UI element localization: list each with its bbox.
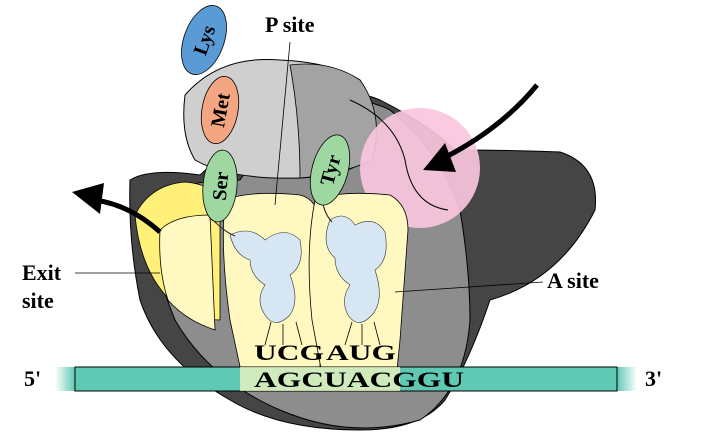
mrna-sequence: AGCUACGGU — [254, 367, 464, 392]
five-prime-label: 5' — [24, 366, 41, 391]
p-trna-arm — [214, 221, 236, 237]
exit-arrow — [72, 183, 162, 234]
amino-acid-met — [200, 75, 240, 145]
amino-acid-ser-label: Ser — [209, 171, 233, 202]
amino-acid-tyr — [309, 134, 351, 206]
a-site-anticodon: AUG — [326, 340, 396, 365]
entry-arrow — [423, 83, 539, 172]
three-prime-label: 3' — [645, 366, 662, 391]
mrna-fade-right — [617, 367, 637, 391]
amino-acid-ser — [202, 149, 238, 223]
entry-channel-line — [349, 99, 449, 211]
mrna-window — [240, 367, 400, 391]
amino-acid-lys — [181, 5, 227, 75]
peptide-chain: Lys Met Ser — [181, 5, 240, 223]
incoming-amino-acid: Tyr — [309, 134, 351, 206]
a-site-label: A site — [547, 268, 599, 293]
exit-site-label-line1: Exit — [22, 260, 62, 285]
a-site-leader — [394, 281, 544, 293]
mrna-fade-left — [55, 367, 75, 391]
exit-site-label-line2: site — [22, 288, 54, 313]
exit-site-overlay — [159, 214, 216, 331]
p-site-anticodon: UCG — [254, 340, 324, 365]
p-site-label: P site — [265, 12, 315, 37]
codon-ticks — [264, 321, 381, 346]
a-trna-core — [325, 215, 387, 323]
p-site-leader — [274, 41, 291, 206]
p-trna-core — [229, 230, 302, 323]
